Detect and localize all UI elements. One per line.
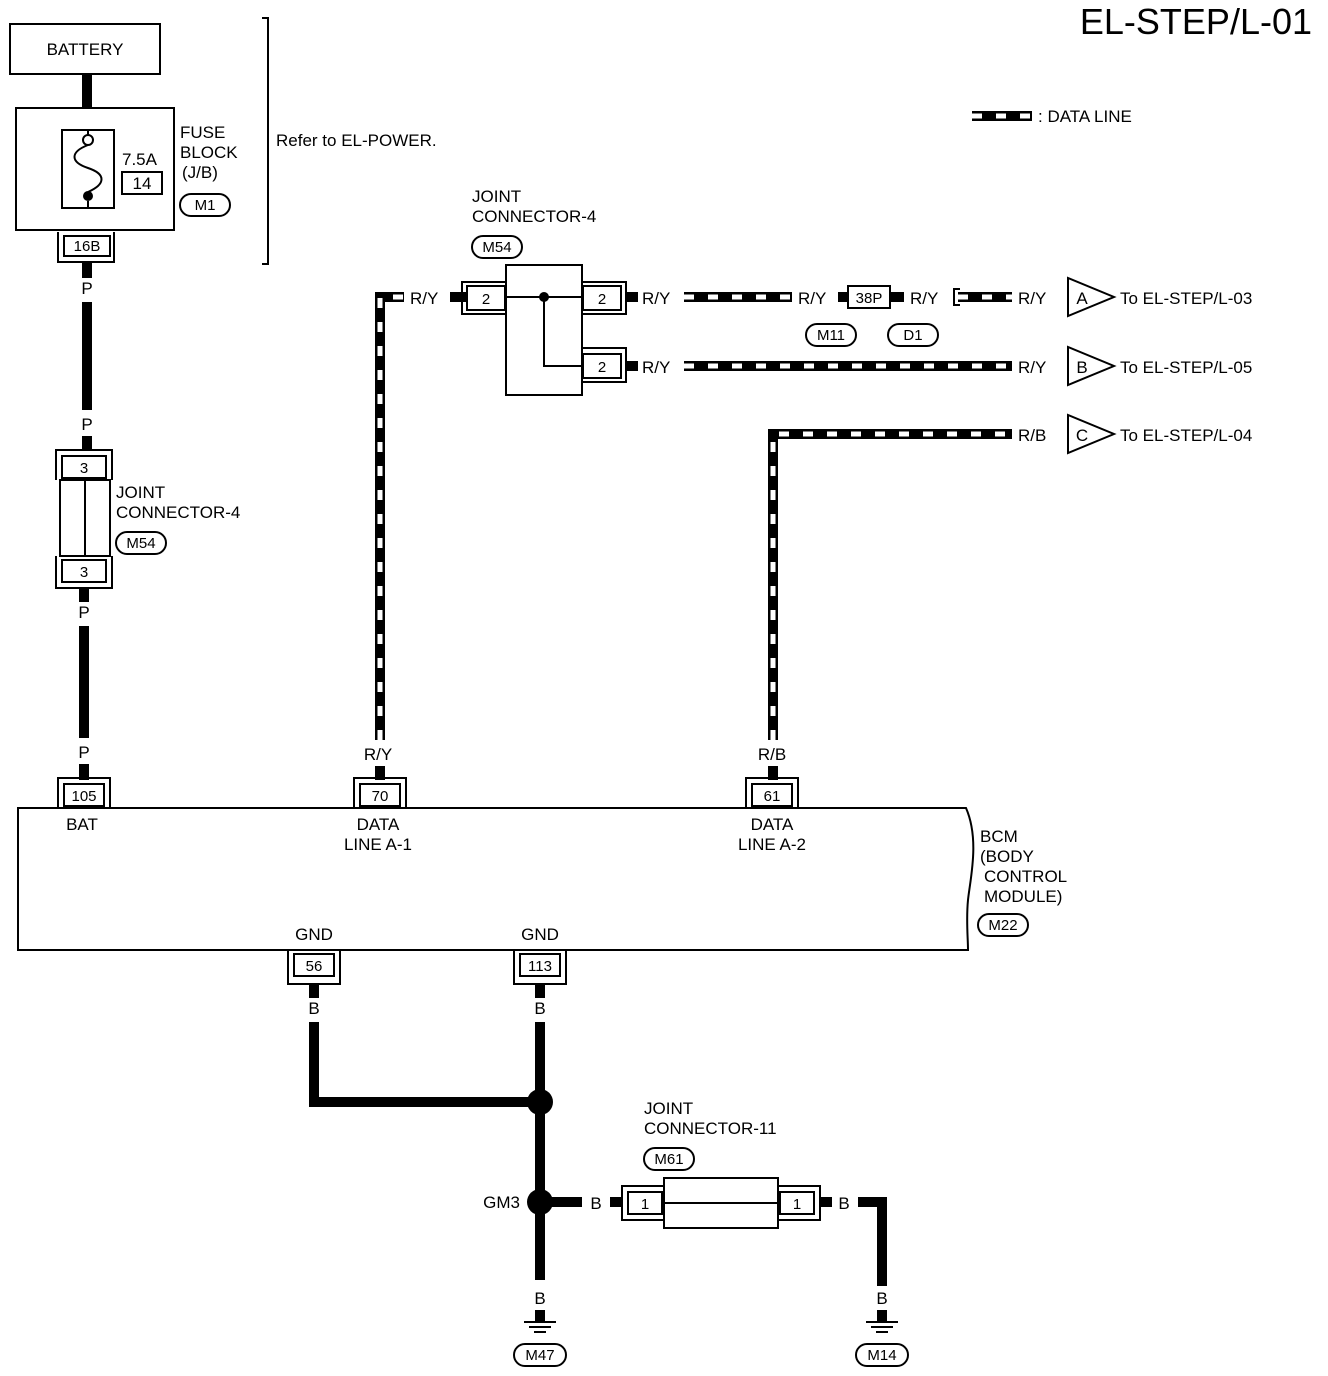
wire-color-b-56: B	[308, 999, 319, 1018]
bcm-connector: M22	[988, 917, 1017, 934]
offpage-b-letter: B	[1076, 358, 1087, 377]
offpage-c-letter: C	[1076, 426, 1088, 445]
jc4-left-pin-top: 3	[80, 460, 88, 477]
wire-color-b-m47: B	[534, 1289, 545, 1308]
bcm-label-4: MODULE)	[984, 887, 1062, 906]
jc4-top-label-1: JOINT	[472, 187, 521, 206]
jc4-top-pin-in: 2	[482, 291, 490, 308]
wire-data-line-a1	[375, 292, 404, 740]
jc4-top-pin-out-1: 2	[598, 291, 606, 308]
offpage-c-dest: To EL-STEP/L-04	[1120, 426, 1252, 445]
jc4-left-label-2: CONNECTOR-4	[116, 503, 240, 522]
wire-color-ry-a2: R/Y	[798, 289, 826, 308]
fuse-block-connector: M1	[195, 197, 216, 214]
wire-color-ry-in: R/Y	[410, 289, 438, 308]
fuse-block-label-1: FUSE	[180, 123, 225, 142]
inline-connector-terminal: 38P	[856, 290, 883, 307]
wire-ground-56	[309, 1022, 540, 1107]
splice-point	[527, 1089, 553, 1115]
refer-bracket	[262, 17, 269, 265]
battery-label: BATTERY	[47, 40, 124, 59]
jc11-label-1: JOINT	[644, 1099, 693, 1118]
bcm-pin-61: 61	[764, 788, 781, 805]
refer-note: Refer to EL-POWER.	[276, 131, 437, 150]
jc4-left-connector: M54	[126, 535, 155, 552]
wire-color-rb-61: R/B	[758, 745, 786, 764]
bcm-pin-105-label: BAT	[66, 815, 98, 834]
jc4-left-pin-bottom: 3	[80, 564, 88, 581]
ground-m14-label: M14	[867, 1347, 896, 1364]
jc11-pin-right: 1	[793, 1196, 801, 1213]
fuse-block: 7.5A 14 FUSE BLOCK (J/B) M1 16B	[15, 107, 238, 263]
wire-color-ry-a1: R/Y	[642, 289, 670, 308]
offpage-b: B To EL-STEP/L-05	[1067, 345, 1252, 387]
page-code: EL-STEP/L-01	[1080, 1, 1312, 42]
bcm-label-2: (BODY	[980, 847, 1034, 866]
wire-color-rb-c: R/B	[1018, 426, 1046, 445]
wire-color-ry-a4: R/Y	[1018, 289, 1046, 308]
wire-color-ry-b1: R/Y	[642, 358, 670, 377]
wire-color-p-2: P	[81, 415, 92, 434]
wire-color-ry-70: R/Y	[364, 745, 392, 764]
joint-connector-11: JOINT CONNECTOR-11 M61 1 1	[621, 1099, 821, 1229]
wire-color-b-jc11-out: B	[838, 1194, 849, 1213]
wire-color-p-4: P	[78, 743, 89, 762]
bcm-pin-113: 113	[528, 958, 552, 975]
jc11-pin-left: 1	[641, 1196, 649, 1213]
battery: BATTERY	[9, 23, 161, 75]
bcm-label-1: BCM	[980, 827, 1018, 846]
fuse-rating: 7.5A	[122, 150, 158, 169]
offpage-a: A To EL-STEP/L-03	[1067, 276, 1252, 318]
bcm-pin-113-label: GND	[521, 925, 559, 944]
joint-connector-4-top: JOINT CONNECTOR-4 M54 2 2 2	[461, 187, 627, 396]
bcm-pin-56: 56	[306, 958, 323, 975]
offpage-c: C To EL-STEP/L-04	[1067, 413, 1252, 455]
wire-data-line-a2	[768, 429, 1012, 740]
wire-color-ry-a3: R/Y	[910, 289, 938, 308]
ground-symbol-m47: M47	[513, 1321, 567, 1367]
wire-color-b-113: B	[534, 999, 545, 1018]
bcm-pin-105: 105	[71, 788, 96, 805]
legend-data-line: : DATA LINE	[972, 107, 1132, 126]
bcm-pin-70-label-2: LINE A-1	[344, 835, 412, 854]
ground-symbol-m14: M14	[855, 1321, 909, 1367]
fuse-block-label-3: (J/B)	[182, 163, 218, 182]
bcm-pin-61-label-1: DATA	[751, 815, 794, 834]
bcm-label-3: CONTROL	[984, 867, 1067, 886]
jc11-connector: M61	[654, 1151, 683, 1168]
inline-connector-38p: 38P M11 D1	[805, 285, 939, 347]
offpage-a-letter: A	[1076, 289, 1088, 308]
wire-color-b-jc11-in: B	[590, 1194, 601, 1213]
jc4-top-connector: M54	[482, 239, 511, 256]
inline-connector-left: M11	[817, 327, 845, 344]
joint-connector-4-left: 3 3 JOINT CONNECTOR-4 M54	[55, 449, 240, 589]
bcm-pin-56-label: GND	[295, 925, 333, 944]
jc4-top-pin-out-2: 2	[598, 359, 606, 376]
fuse-number: 14	[133, 174, 152, 193]
fuse-block-label-2: BLOCK	[180, 143, 238, 162]
wire-color-p-3: P	[78, 603, 89, 622]
ground-m47-label: M47	[525, 1347, 554, 1364]
ground-point-label: GM3	[483, 1193, 520, 1212]
inline-connector-right: D1	[903, 327, 922, 344]
bcm-pin-61-label-2: LINE A-2	[738, 835, 806, 854]
bcm-module: BCM (BODY CONTROL MODULE) M22 105 BAT 70…	[17, 777, 1067, 985]
wire-color-p-1: P	[81, 279, 92, 298]
jc4-left-label-1: JOINT	[116, 483, 165, 502]
wire-ground-m14	[858, 1197, 887, 1286]
jc4-top-label-2: CONNECTOR-4	[472, 207, 596, 226]
offpage-b-dest: To EL-STEP/L-05	[1120, 358, 1252, 377]
jc11-label-2: CONNECTOR-11	[644, 1119, 777, 1138]
wire-color-b-m14: B	[876, 1289, 887, 1308]
offpage-a-dest: To EL-STEP/L-03	[1120, 289, 1252, 308]
legend-label: : DATA LINE	[1038, 107, 1132, 126]
fuse-terminal: 16B	[74, 238, 101, 255]
bcm-pin-70: 70	[372, 788, 389, 805]
wire-color-ry-b2: R/Y	[1018, 358, 1046, 377]
bcm-pin-70-label-1: DATA	[357, 815, 400, 834]
